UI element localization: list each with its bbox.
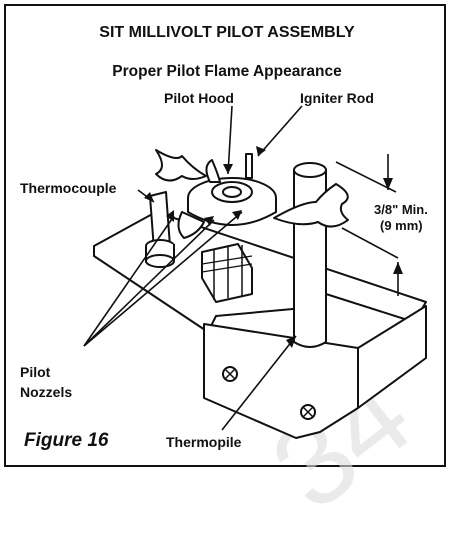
diagram-title: SIT MILLIVOLT PILOT ASSEMBLY	[99, 24, 355, 41]
leader-igniter	[257, 105, 303, 157]
bracket-flange-side	[357, 305, 427, 409]
leader-pilot-hood	[227, 105, 233, 175]
leader-nozzle-1	[83, 215, 175, 347]
diagram-subtitle: Proper Pilot Flame Appearance	[112, 63, 342, 80]
label-pilot-hood: Pilot Hood	[164, 90, 234, 106]
dimension-line-top	[335, 161, 397, 193]
label-pilot: Pilot	[20, 364, 51, 380]
label-dimension-in: 3/8" Min.	[374, 202, 428, 217]
dimension-line-bottom	[341, 227, 399, 259]
label-thermopile: Thermopile	[166, 434, 242, 450]
label-thermocouple: Thermocouple	[20, 180, 117, 196]
figure-caption: Figure 16	[24, 430, 109, 451]
leader-thermopile	[221, 335, 297, 431]
flame-front	[177, 211, 205, 239]
flame-left	[155, 149, 207, 182]
flame-back	[205, 159, 221, 183]
flame-right	[273, 183, 349, 228]
pilot-assembly-illustration	[83, 105, 427, 439]
label-nozzels: Nozzels	[20, 384, 73, 400]
bracket-plate	[93, 211, 427, 333]
label-igniter-rod: Igniter Rod	[300, 90, 374, 106]
diagram-frame: SIT MILLIVOLT PILOT ASSEMBLY Proper Pilo…	[4, 4, 446, 536]
leader-nozzle-2	[83, 219, 215, 347]
leader-nozzle-3	[83, 211, 243, 347]
label-dimension-mm: (9 mm)	[380, 218, 423, 233]
igniter-rod	[245, 153, 253, 179]
